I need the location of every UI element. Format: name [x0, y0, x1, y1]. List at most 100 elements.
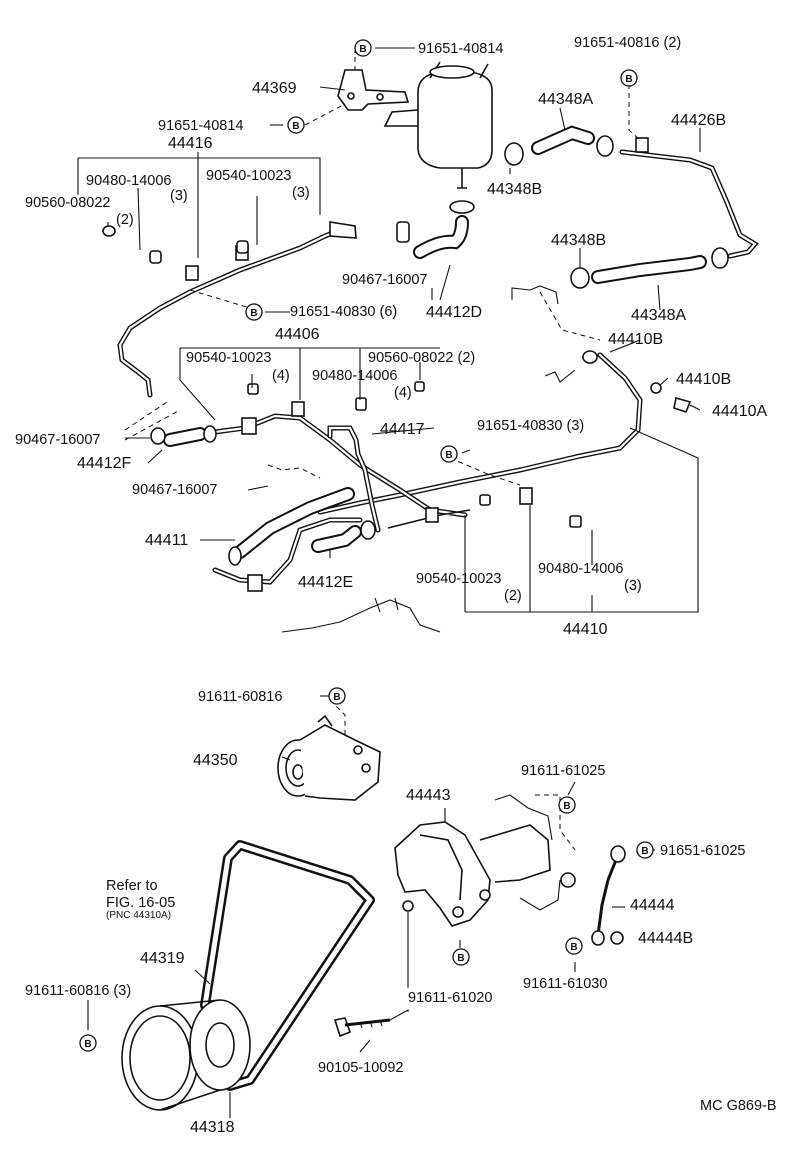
hose-44412D — [413, 200, 475, 259]
label-90540-10023-c-qty: (2) — [504, 588, 522, 604]
label-refer-line3: (PNC 44310A) — [106, 910, 171, 921]
bracket-44443 — [394, 794, 576, 927]
hose-44411 — [228, 487, 355, 566]
label-44348A-mid: 44348A — [631, 307, 686, 324]
label-44406: 44406 — [275, 326, 320, 343]
svg-text:B: B — [641, 846, 648, 857]
label-90540-10023-a-qty: (3) — [292, 185, 310, 201]
frame-outline-upper — [511, 285, 601, 383]
hose-44348A-top — [504, 125, 614, 166]
label-90540-10023-c: 90540-10023 — [416, 571, 501, 587]
label-90560-08022-a: 90560-08022 — [25, 195, 110, 211]
label-91611-60816-bot: 91611-60816 (3) — [25, 983, 131, 999]
label-91651-61025: 91651-61025 — [660, 843, 745, 859]
svg-text:B: B — [84, 1039, 91, 1050]
label-91651-40814-mid: 91651-40814 — [158, 118, 243, 134]
label-91611-61030: 91611-61030 — [523, 976, 607, 992]
label-90480-14006-c-qty: (3) — [624, 578, 642, 594]
label-44410B-b: 44410B — [676, 371, 731, 388]
label-90560-08022-b: 90560-08022 (2) — [368, 350, 475, 366]
b-marker-8: B — [636, 841, 654, 859]
bolt-90105-10092 — [333, 1017, 391, 1038]
label-90467-16007-m: 90467-16007 — [132, 482, 217, 498]
label-90105-10092: 90105-10092 — [318, 1060, 403, 1076]
svg-text:B: B — [292, 121, 299, 132]
hose-44410 — [317, 350, 692, 515]
label-44318: 44318 — [190, 1119, 235, 1136]
label-90480-14006-b-qty: (4) — [394, 385, 412, 401]
b-marker-4: B — [245, 303, 263, 321]
leader-lines-top — [125, 47, 701, 697]
b-marker-6: B — [328, 687, 346, 705]
label-44444B: 44444B — [638, 930, 693, 947]
label-refer-line1: Refer to — [106, 878, 158, 894]
label-44416: 44416 — [168, 135, 213, 152]
svg-text:B: B — [457, 953, 464, 964]
svg-text:B: B — [333, 692, 340, 703]
label-91651-40830-6: 91651-40830 (6) — [290, 304, 397, 320]
svg-text:B: B — [445, 450, 452, 461]
label-44411: 44411 — [145, 532, 188, 549]
engine-outline — [124, 399, 441, 633]
svg-text:B: B — [250, 308, 257, 319]
label-90480-14006-a: 90480-14006 — [86, 173, 171, 189]
label-90467-16007-l: 90467-16007 — [15, 432, 100, 448]
svg-text:B: B — [359, 44, 366, 55]
label-91651-40814-top: 91651-40814 — [418, 41, 503, 57]
label-91651-40816: 91651-40816 (2) — [574, 35, 681, 51]
pipe-44406 — [212, 381, 468, 518]
leader-lines-lower — [87, 756, 656, 1118]
hose-44348A-mid — [570, 255, 707, 289]
belt-44319 — [200, 840, 375, 1091]
label-44412E: 44412E — [298, 574, 353, 591]
group-brackets — [77, 152, 699, 613]
pipe-44416 — [117, 221, 357, 398]
label-diagram-code: MC G869-B — [700, 1098, 777, 1114]
pulley-44318 — [121, 999, 251, 1111]
label-44412D: 44412D — [426, 304, 482, 321]
hose-44412F — [150, 425, 217, 447]
pipe-44417 — [327, 425, 381, 533]
label-refer-line2: FIG. 16-05 — [106, 895, 175, 911]
label-90540-10023-b-qty: (4) — [272, 368, 290, 384]
label-91611-61020: 91611-61020 — [408, 990, 492, 1006]
label-44410: 44410 — [563, 621, 608, 638]
b-marker-1: B — [354, 39, 372, 57]
label-44444: 44444 — [630, 897, 675, 914]
b-marker-7: B — [558, 796, 576, 814]
clamp-parts-top — [102, 221, 410, 264]
b-marker-10: B — [452, 948, 470, 966]
label-44426B: 44426B — [671, 112, 726, 129]
b-marker-3: B — [620, 69, 638, 87]
rod-44444 — [591, 845, 626, 946]
label-91611-60816-top: 91611-60816 — [198, 689, 282, 705]
label-44350: 44350 — [193, 752, 238, 769]
label-90540-10023-a: 90540-10023 — [206, 168, 291, 184]
b-marker-11: B — [79, 1034, 97, 1052]
pipe-lower-left — [212, 487, 582, 592]
label-91611-61025: 91611-61025 — [521, 763, 605, 779]
label-90560-08022-a-qty: (2) — [116, 212, 134, 228]
svg-text:B: B — [563, 801, 570, 812]
label-44369: 44369 — [252, 80, 297, 97]
svg-text:B: B — [625, 74, 632, 85]
reservoir-tank — [383, 61, 493, 189]
label-44348A-top: 44348A — [538, 91, 593, 108]
hose-44412E — [311, 520, 376, 553]
label-44417: 44417 — [380, 421, 425, 438]
label-90467-16007-top: 90467-16007 — [342, 272, 427, 288]
label-44348B-top: 44348B — [487, 181, 542, 198]
label-44348B-mid: 44348B — [551, 232, 606, 249]
label-91651-40830-3: 91651-40830 (3) — [477, 418, 584, 434]
label-44443: 44443 — [406, 787, 451, 804]
label-44319: 44319 — [140, 950, 185, 967]
label-44410A: 44410A — [712, 403, 767, 420]
label-90480-14006-c: 90480-14006 — [538, 561, 623, 577]
leader-dashes-top — [189, 48, 641, 851]
bracket-44369 — [337, 69, 410, 111]
b-marker-5: B — [440, 445, 458, 463]
label-44412F: 44412F — [77, 455, 131, 472]
label-90540-10023-b: 90540-10023 — [186, 350, 271, 366]
pipe-44426B — [619, 137, 759, 269]
